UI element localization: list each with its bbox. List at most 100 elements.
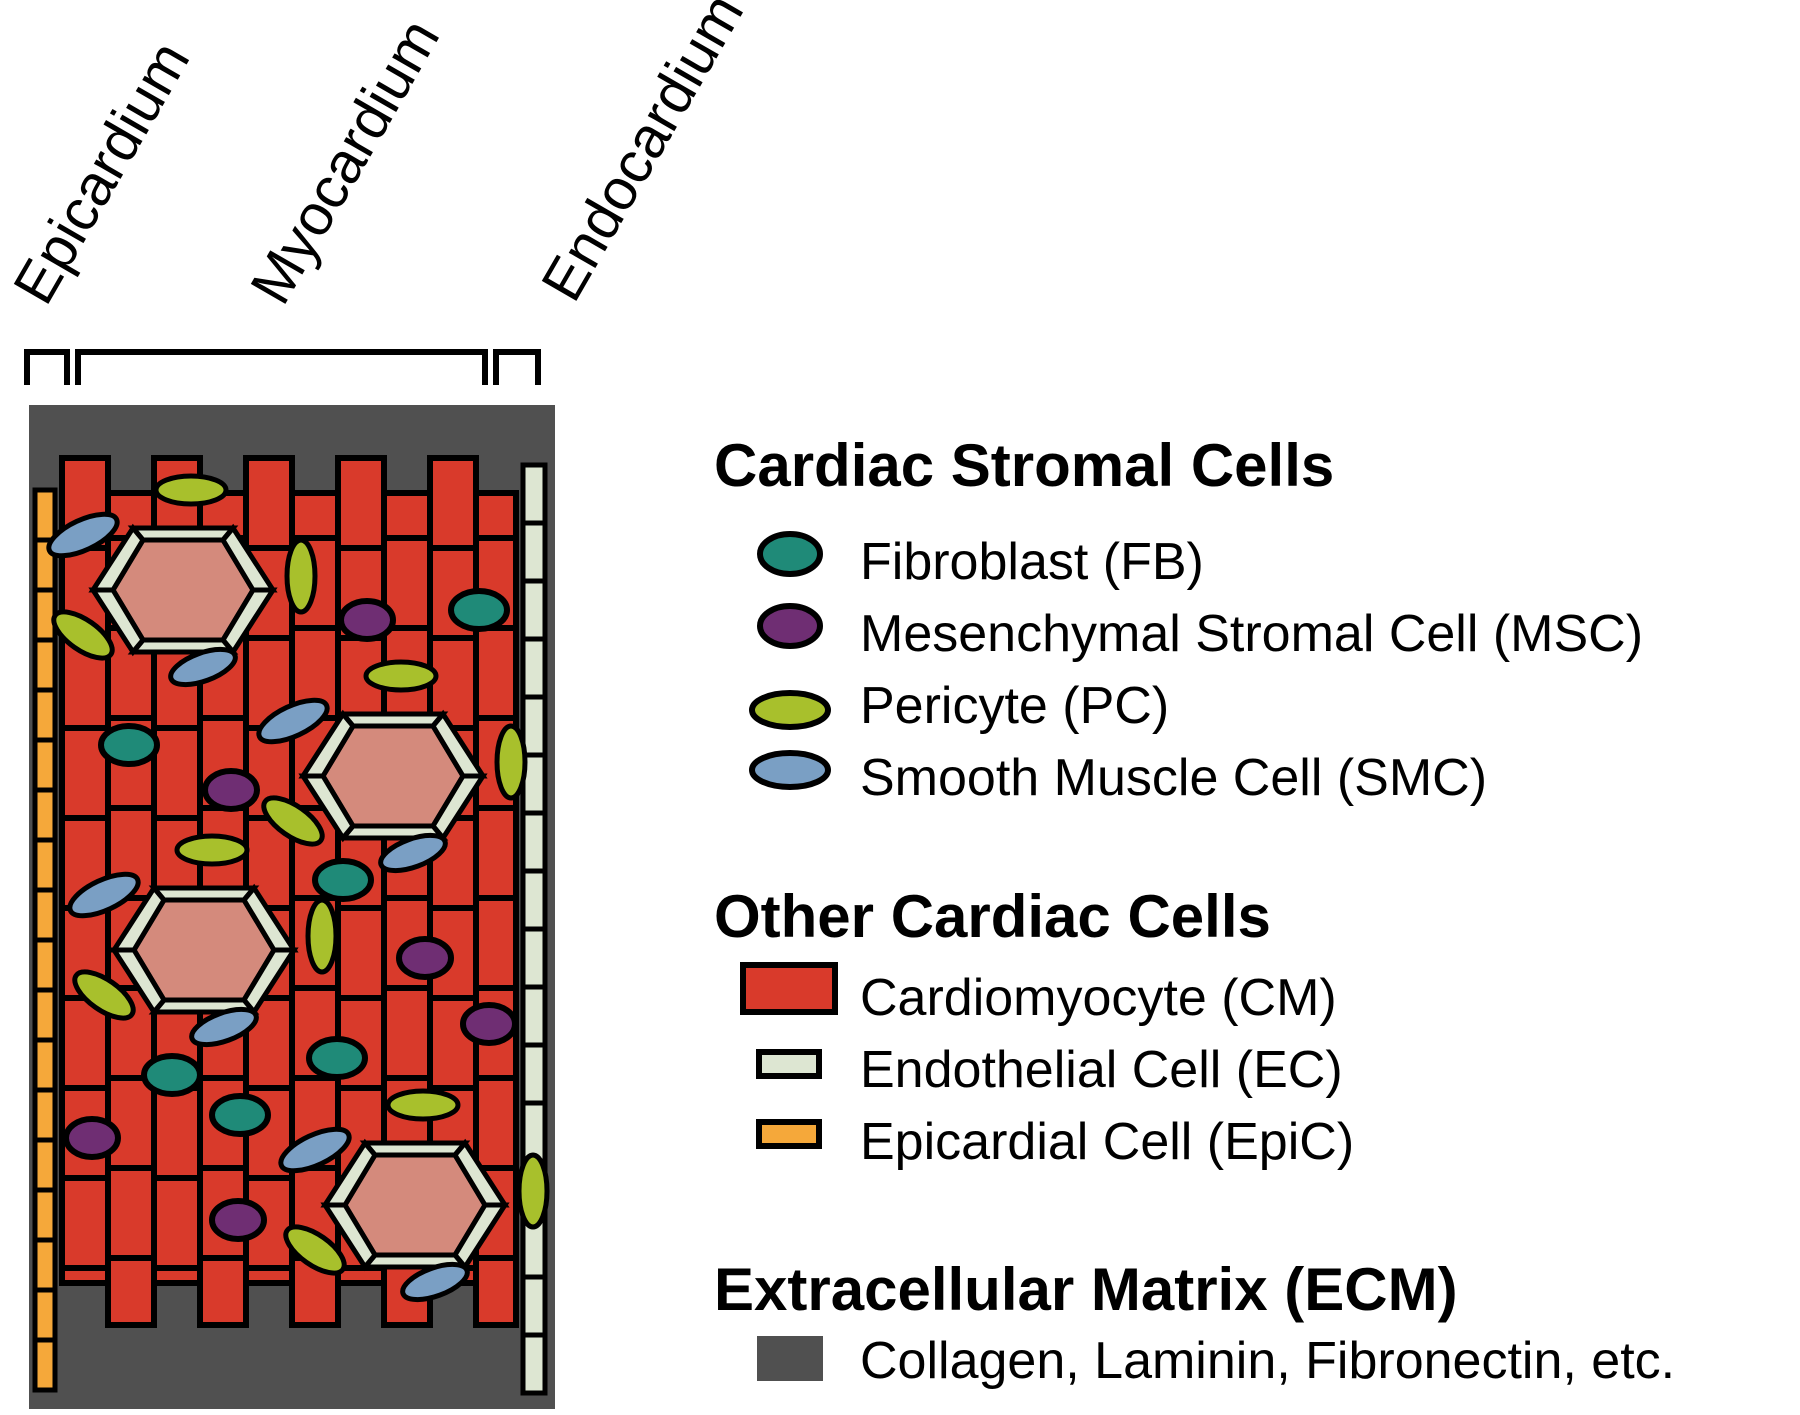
- pericyte: [385, 1088, 461, 1122]
- epicardial-cell: [32, 787, 58, 843]
- smooth-muscle-cell: [189, 1006, 259, 1048]
- endocardial-endothelial-cell: [520, 1332, 548, 1396]
- smooth-muscle-cell: [168, 646, 238, 688]
- cardiomyocyte: [151, 1265, 203, 1286]
- legend-title-ecm: Extracellular Matrix (ECM): [714, 1256, 1458, 1323]
- endocardial-endothelial-cell: [520, 636, 548, 700]
- endocardial-endothelial-cell: [520, 1100, 548, 1164]
- cardiomyocyte: [473, 895, 519, 991]
- mesenchymal-stromal-cell: [209, 1198, 267, 1242]
- endocardial-endothelial-cell: [520, 868, 548, 932]
- bracket-epicardium: [24, 349, 70, 385]
- epicardial-cell: [32, 487, 58, 543]
- epicardial-cell: [32, 1137, 58, 1193]
- cardiomyocyte: [151, 725, 203, 821]
- epicardial-layer: [32, 487, 58, 1393]
- pericyte: [153, 473, 229, 507]
- legend-label-cardiomyocyte: Cardiomyocyte (CM): [860, 969, 1337, 1027]
- fibroblast-group: [98, 588, 510, 1137]
- smooth-muscle-cell: [378, 832, 448, 874]
- fibroblast: [312, 858, 374, 902]
- layer-label-myocardium: Myocardium: [238, 8, 452, 314]
- vessel-endothelial-cell: [109, 883, 168, 953]
- legend-label-pericyte: Pericyte (PC): [860, 677, 1170, 735]
- pericyte: [284, 537, 318, 615]
- pericyte: [283, 1224, 347, 1276]
- legend-label-ecm: Collagen, Laminin, Fibronectin, etc.: [860, 1332, 1676, 1390]
- layer-label-endocardium: Endocardium: [529, 0, 756, 311]
- fibroblast: [448, 588, 510, 632]
- cardiomyocyte: [243, 1265, 295, 1286]
- epicardial-cell: [32, 737, 58, 793]
- fibroblast: [98, 723, 160, 767]
- mesenchymal-stromal-cell: [338, 598, 396, 642]
- mesenchymal-stromal-cell: [396, 936, 454, 980]
- endocardial-endothelial-cell: [520, 462, 548, 526]
- cardiomyocyte: [289, 490, 341, 541]
- cardiomyocyte: [473, 1075, 519, 1171]
- legend-title-stromal: Cardiac Stromal Cells: [714, 432, 1335, 499]
- cardiomyocyte: [105, 1165, 157, 1261]
- epicardial-cell: [32, 837, 58, 893]
- vessel-endothelial-cell: [88, 523, 147, 593]
- msc-group: [63, 598, 518, 1242]
- epicardial-cell: [32, 1337, 58, 1393]
- legend-label-smc: Smooth Muscle Cell (SMC): [860, 749, 1488, 807]
- cardiomyocyte: [335, 905, 387, 1001]
- cardiomyocyte: [151, 1175, 203, 1271]
- pericyte: [494, 723, 528, 801]
- cardiomyocyte: [427, 455, 479, 551]
- mesenchymal-stromal-cell: [460, 1002, 518, 1046]
- epicardial-cell: [32, 987, 58, 1043]
- pericyte: [72, 969, 136, 1021]
- pericyte: [363, 659, 439, 693]
- smooth-muscle-cell: [67, 871, 141, 919]
- epicardial-cell: [32, 1187, 58, 1243]
- endocardial-endothelial-cell: [520, 984, 548, 1048]
- epicardial-cell: [32, 1287, 58, 1343]
- cardiomyocyte: [243, 455, 295, 551]
- smooth-muscle-cell: [256, 697, 330, 745]
- endocardial-endothelial-cell: [520, 578, 548, 642]
- endocardial-endothelial-cell: [520, 520, 548, 584]
- cardiomyocyte: [473, 805, 519, 901]
- mesenchymal-stromal-cell: [63, 1116, 121, 1160]
- fibroblast: [209, 1093, 271, 1137]
- smooth-muscle-cell: [400, 1261, 470, 1303]
- epicardial-cell: [32, 1237, 58, 1293]
- smooth-muscle-cell: [278, 1126, 352, 1174]
- vessel-endothelial-cell: [298, 709, 357, 779]
- legend-label-msc: Mesenchymal Stromal Cell (MSC): [860, 605, 1644, 663]
- cardiomyocyte: [151, 1085, 203, 1181]
- epicardial-cell: [32, 1037, 58, 1093]
- layer-label-epicardium: Epicardium: [1, 31, 202, 315]
- cardiomyocyte: [335, 455, 387, 551]
- cardiomyocyte: [289, 1255, 341, 1328]
- cardiomyocyte: [473, 1255, 519, 1328]
- cardiomyocyte: [59, 1175, 111, 1271]
- blood-vessel: [278, 1088, 550, 1303]
- blood-vessel: [67, 833, 339, 1048]
- legend-label-fibroblast: Fibroblast (FB): [860, 533, 1204, 591]
- pericyte: [305, 897, 339, 975]
- pericyte: [51, 609, 115, 661]
- cardiomyocyte: [105, 1255, 157, 1328]
- endocardial-endothelial-cell: [520, 810, 548, 874]
- legend-label-epicardial: Epicardial Cell (EpiC): [860, 1113, 1355, 1171]
- epicardial-cell: [32, 887, 58, 943]
- vessel-endothelial-cell: [337, 711, 449, 729]
- epicardial-cell: [32, 687, 58, 743]
- cardiomyocyte: [197, 1255, 249, 1328]
- epicardial-cell: [32, 1087, 58, 1143]
- cardiomyocyte: [381, 985, 433, 1081]
- smooth-muscle-cell: [46, 511, 120, 559]
- bracket-endocardium: [493, 349, 541, 385]
- fibroblast: [141, 1053, 203, 1097]
- pericyte: [174, 833, 250, 867]
- cardiomyocyte: [473, 625, 519, 721]
- tissue-block: [29, 405, 555, 1409]
- layer-brackets: [24, 349, 541, 385]
- vessel-endothelial-cell: [148, 885, 260, 903]
- fibroblast: [306, 1036, 368, 1080]
